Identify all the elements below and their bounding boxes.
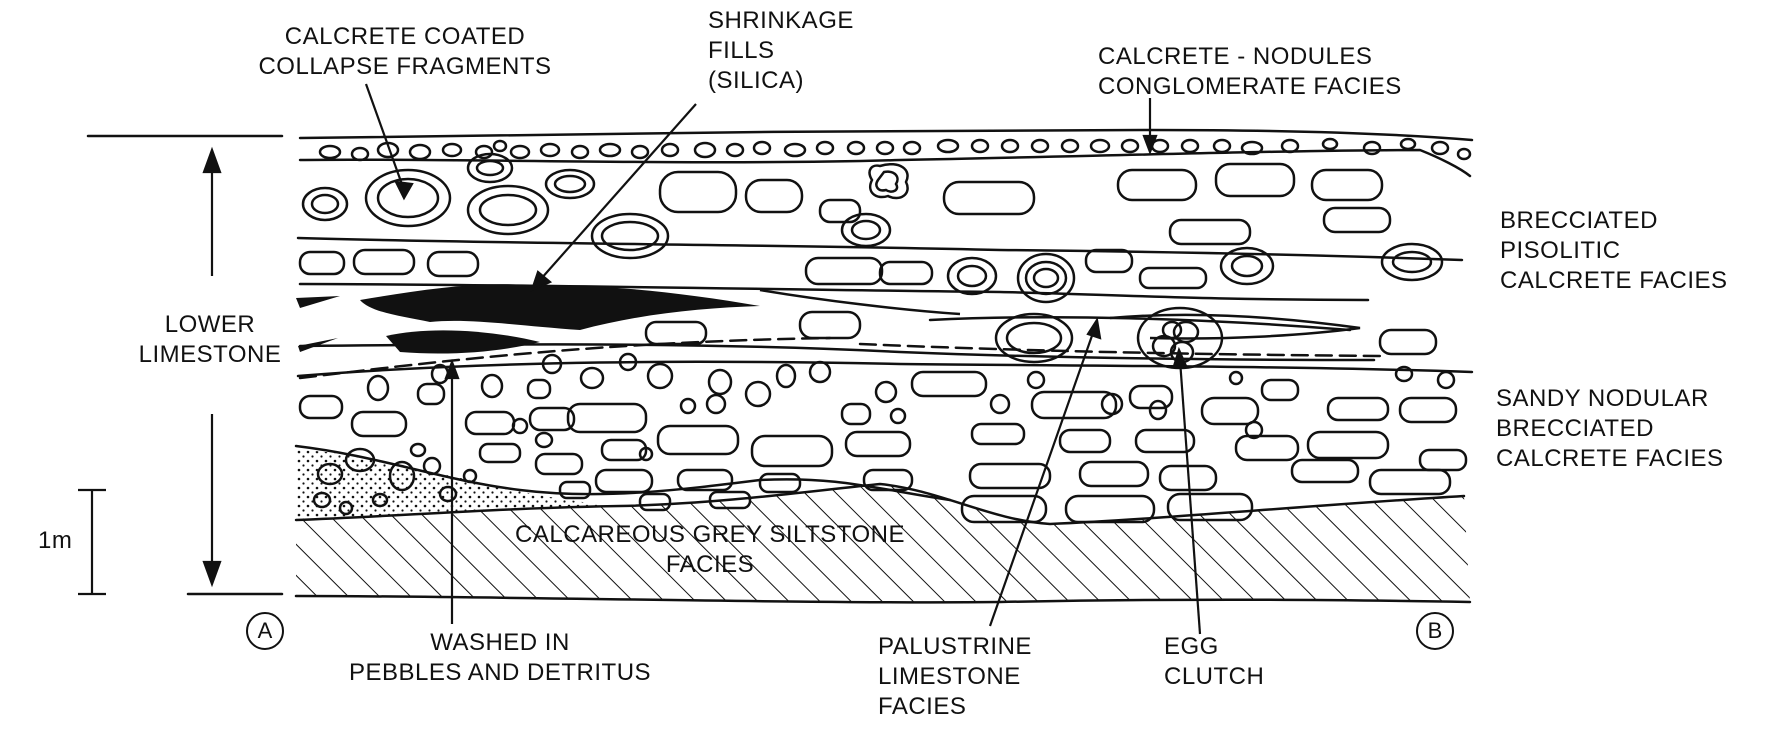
palustrine-base: [296, 360, 1474, 378]
section-point-b: B: [1416, 612, 1454, 650]
coated-fragment: [301, 152, 1444, 364]
dashed-horizon-1: [298, 336, 832, 380]
lens-upper-bed: [759, 288, 961, 316]
washed-pebble: [312, 442, 478, 516]
palustrine-lens: [1109, 313, 1361, 340]
section-top-surface: [298, 128, 1474, 142]
siltstone-hatch-fill: [296, 484, 1470, 603]
silica-fill-2: [386, 330, 540, 354]
leader-egg: [1178, 359, 1202, 635]
leader-shrinkage: [539, 103, 697, 281]
silica-fill-1: [360, 284, 760, 330]
leader-palustrine: [988, 329, 1096, 627]
nodule-layer-base: [298, 148, 1472, 178]
bedding-line-3: [928, 316, 1352, 332]
calcrete-clast: [298, 162, 1438, 356]
bedding-line-1: [296, 236, 1464, 262]
sandy-nodule: [298, 352, 1468, 524]
nodule-row-top: [318, 137, 1472, 162]
leader-calcrete-coated: [364, 83, 406, 191]
section-point-a: A: [246, 612, 284, 650]
silica-fill-4: [298, 338, 338, 352]
label-scale: 1m: [38, 527, 73, 554]
silica-fill-3: [296, 296, 340, 308]
